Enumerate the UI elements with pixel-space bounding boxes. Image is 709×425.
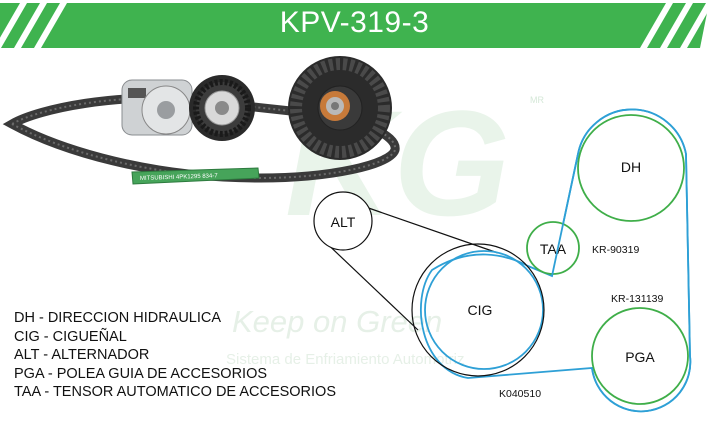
part-number-pga: KR-131139 (611, 293, 664, 305)
pulley-pga-label: PGA (625, 349, 655, 365)
watermark: KG MR Keep on Green Sistema de Enfriamie… (226, 79, 544, 368)
pulley-cig: CIG (411, 243, 545, 377)
legend-item-alt: ALT - ALTERNADOR (14, 347, 150, 363)
pulley-alt: ALT (313, 191, 373, 251)
belt-print-text: MITSUBISHI 4PK1295 834-7 (140, 173, 219, 182)
header-bar: KPV-319-3 (0, 0, 709, 50)
pulley-pga: PGA (591, 307, 689, 405)
blue-belt-wraps (551, 108, 692, 413)
legend-item-cig: CIG - CIGUEÑAL (14, 328, 127, 345)
pulley-cig-label: CIG (468, 302, 493, 318)
product-illustration: MITSUBISHI 4PK1295 834-7 (2, 56, 400, 185)
header-background (0, 3, 709, 48)
tensioner-pulley (189, 75, 255, 141)
watermark-subtitle: Sistema de Enfriamiento Automotriz (226, 351, 464, 368)
part-number-belt: K040510 (499, 388, 541, 400)
pulley-taa-label: TAA (540, 241, 567, 257)
idler-pulley (288, 56, 392, 160)
legend-item-pga: PGA - POLEA GUIA DE ACCESORIOS (14, 365, 268, 382)
legend-item-taa: TAA - TENSOR AUTOMATICO DE ACCESORIOS (14, 384, 337, 400)
cig-blue-ring (424, 250, 544, 370)
legend: DH - DIRECCION HIDRAULICA CIG - CIGUEÑAL… (14, 309, 336, 402)
pulley-alt-label: ALT (331, 214, 356, 230)
pulley-taa: TAA (526, 221, 580, 275)
watermark-registered: MR (530, 95, 544, 105)
belt-label (131, 167, 260, 185)
tensioner-assembly (121, 79, 193, 136)
legend-item-dh: DH - DIRECCION HIDRAULICA (14, 310, 222, 326)
pulley-dh-label: DH (621, 159, 641, 175)
part-number-taa: KR-90319 (592, 244, 639, 256)
pulley-dh: DH (577, 114, 685, 222)
watermark-tagline: Keep on Green (232, 304, 442, 339)
page-title: KPV-319-3 (279, 6, 430, 39)
